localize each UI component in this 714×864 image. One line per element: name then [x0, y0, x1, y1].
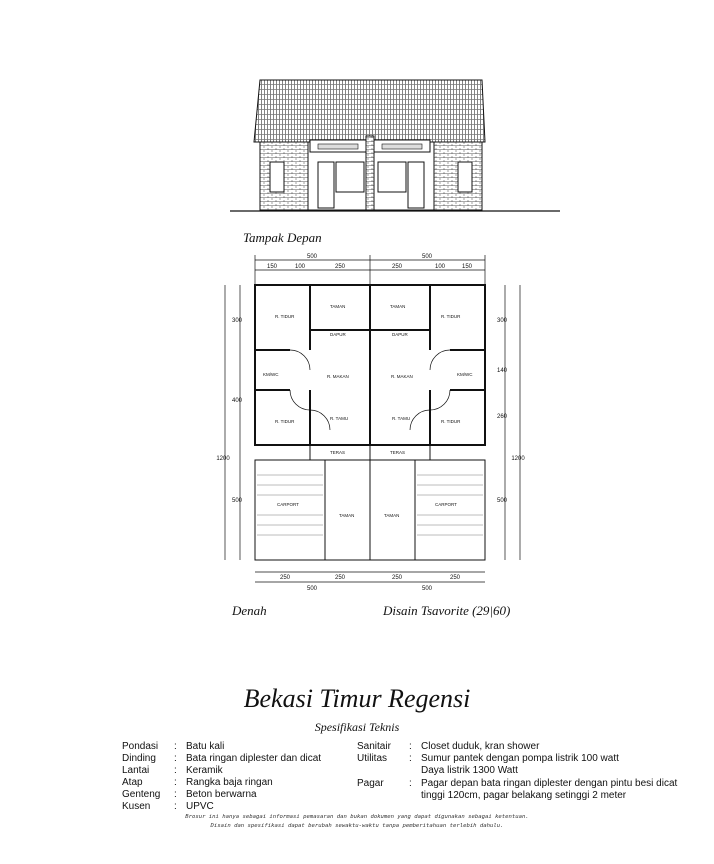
dim-top-b-left: 100 — [295, 264, 306, 270]
room-front-garden-left: TAMAN — [339, 513, 354, 518]
roof — [253, 79, 486, 143]
room-garden-left: TAMAN — [330, 304, 345, 309]
spec-row: Pondasi:Batu kali — [122, 741, 225, 752]
dim-bottom-total-left: 500 — [307, 586, 318, 592]
dim-side-d3-right: 500 — [497, 498, 508, 504]
dim-side-d3-left: 500 — [232, 498, 243, 504]
room-garden-right: TAMAN — [390, 304, 405, 309]
room-front-garden-right: TAMAN — [384, 513, 399, 518]
dim-side-total-left: 1200 — [216, 456, 230, 462]
dim-top-b-right: 100 — [435, 264, 446, 270]
dim-side-total-right: 1200 — [511, 456, 525, 462]
dim-top-a-right: 150 — [462, 264, 473, 270]
spec-row: Utilitas:Sumur pantek dengan pompa listr… — [357, 753, 619, 764]
room-bed-right-bottom: R. TIDUR — [441, 419, 461, 424]
room-dining-left: R. MAKAN — [327, 374, 349, 379]
disclaimer-line-2: Disain dan spesifikasi dapat berubah sew… — [210, 823, 504, 829]
dim-top-c-left: 250 — [335, 264, 346, 270]
room-terrace-left: TERAS — [330, 450, 345, 455]
dim-top-c-right: 250 — [392, 264, 403, 270]
room-bath-left: KM/WC — [263, 372, 279, 377]
design-caption: Disain Tsavorite (29|60) — [383, 603, 511, 618]
dim-side-d5: 260 — [497, 414, 508, 420]
dim-side-d1: 300 — [232, 318, 243, 324]
floor-plan-drawing: R. TIDUR R. TIDUR TAMAN TAMAN DAPUR DAPU… — [216, 254, 525, 592]
dim-bottom-a-right: 250 — [392, 575, 403, 581]
dim-bottom-b-left: 250 — [335, 575, 346, 581]
door-right — [407, 161, 425, 209]
room-bed-left-bottom: R. TIDUR — [275, 419, 295, 424]
dim-side-d2: 400 — [232, 398, 243, 404]
room-bed-left-top: R. TIDUR — [275, 314, 295, 319]
room-kitchen-right: DAPUR — [392, 332, 409, 337]
front-view-caption: Tampak Depan — [243, 230, 322, 245]
front-elevation-drawing — [230, 79, 560, 212]
spec-row: Sanitair:Closet duduk, kran shower — [357, 741, 540, 752]
spec-row: Daya listrik 1300 Watt — [421, 765, 518, 776]
room-living-right: R. TAMU — [392, 416, 410, 421]
disclaimer-line-1: Brosur ini hanya sebagai informasi pemas… — [185, 814, 529, 820]
spec-row: Dinding:Bata ringan diplester dan dicat — [122, 753, 322, 764]
plan-caption: Denah — [232, 603, 267, 618]
spec-row: Genteng:Beton berwarna — [122, 789, 257, 800]
spec-subtitle: Spesifikasi Teknis — [314, 720, 400, 734]
dim-bottom-total-right: 500 — [422, 586, 433, 592]
room-terrace-right: TERAS — [390, 450, 405, 455]
room-dining-right: R. MAKAN — [391, 374, 413, 379]
spec-row: Atap:Rangka baja ringan — [122, 777, 273, 788]
room-carport-right: CARPORT — [435, 502, 457, 507]
spec-list-left: Pondasi:Batu kali Dinding:Bata ringan di… — [122, 741, 321, 813]
spec-row: tinggi 120cm, pagar belakang setinggi 2 … — [421, 790, 627, 801]
room-kitchen-left: DAPUR — [330, 332, 347, 337]
door-left — [317, 161, 335, 209]
project-title: Bekasi Timur Regensi — [243, 684, 471, 713]
dim-bottom-a-left: 250 — [280, 575, 291, 581]
dim-top-a-left: 150 — [267, 264, 278, 270]
dim-side-d4: 140 — [497, 368, 508, 374]
room-carport-left: CARPORT — [277, 502, 299, 507]
spec-row: Pagar:Pagar depan bata ringan diplester … — [357, 778, 678, 789]
room-bed-right-top: R. TIDUR — [441, 314, 461, 319]
spec-row: Lantai:Keramik — [122, 765, 223, 776]
room-living-left: R. TAMU — [330, 416, 348, 421]
spec-list-right: Sanitair:Closet duduk, kran shower Utili… — [357, 741, 677, 802]
dim-top-total-right: 500 — [422, 254, 433, 260]
room-bath-right: KM/WC — [457, 372, 473, 377]
dim-bottom-b-right: 250 — [450, 575, 461, 581]
spec-row: Kusen:UPVC — [122, 801, 214, 812]
dim-top-total-left: 500 — [307, 254, 318, 260]
dim-side-d1-right: 300 — [497, 318, 508, 324]
